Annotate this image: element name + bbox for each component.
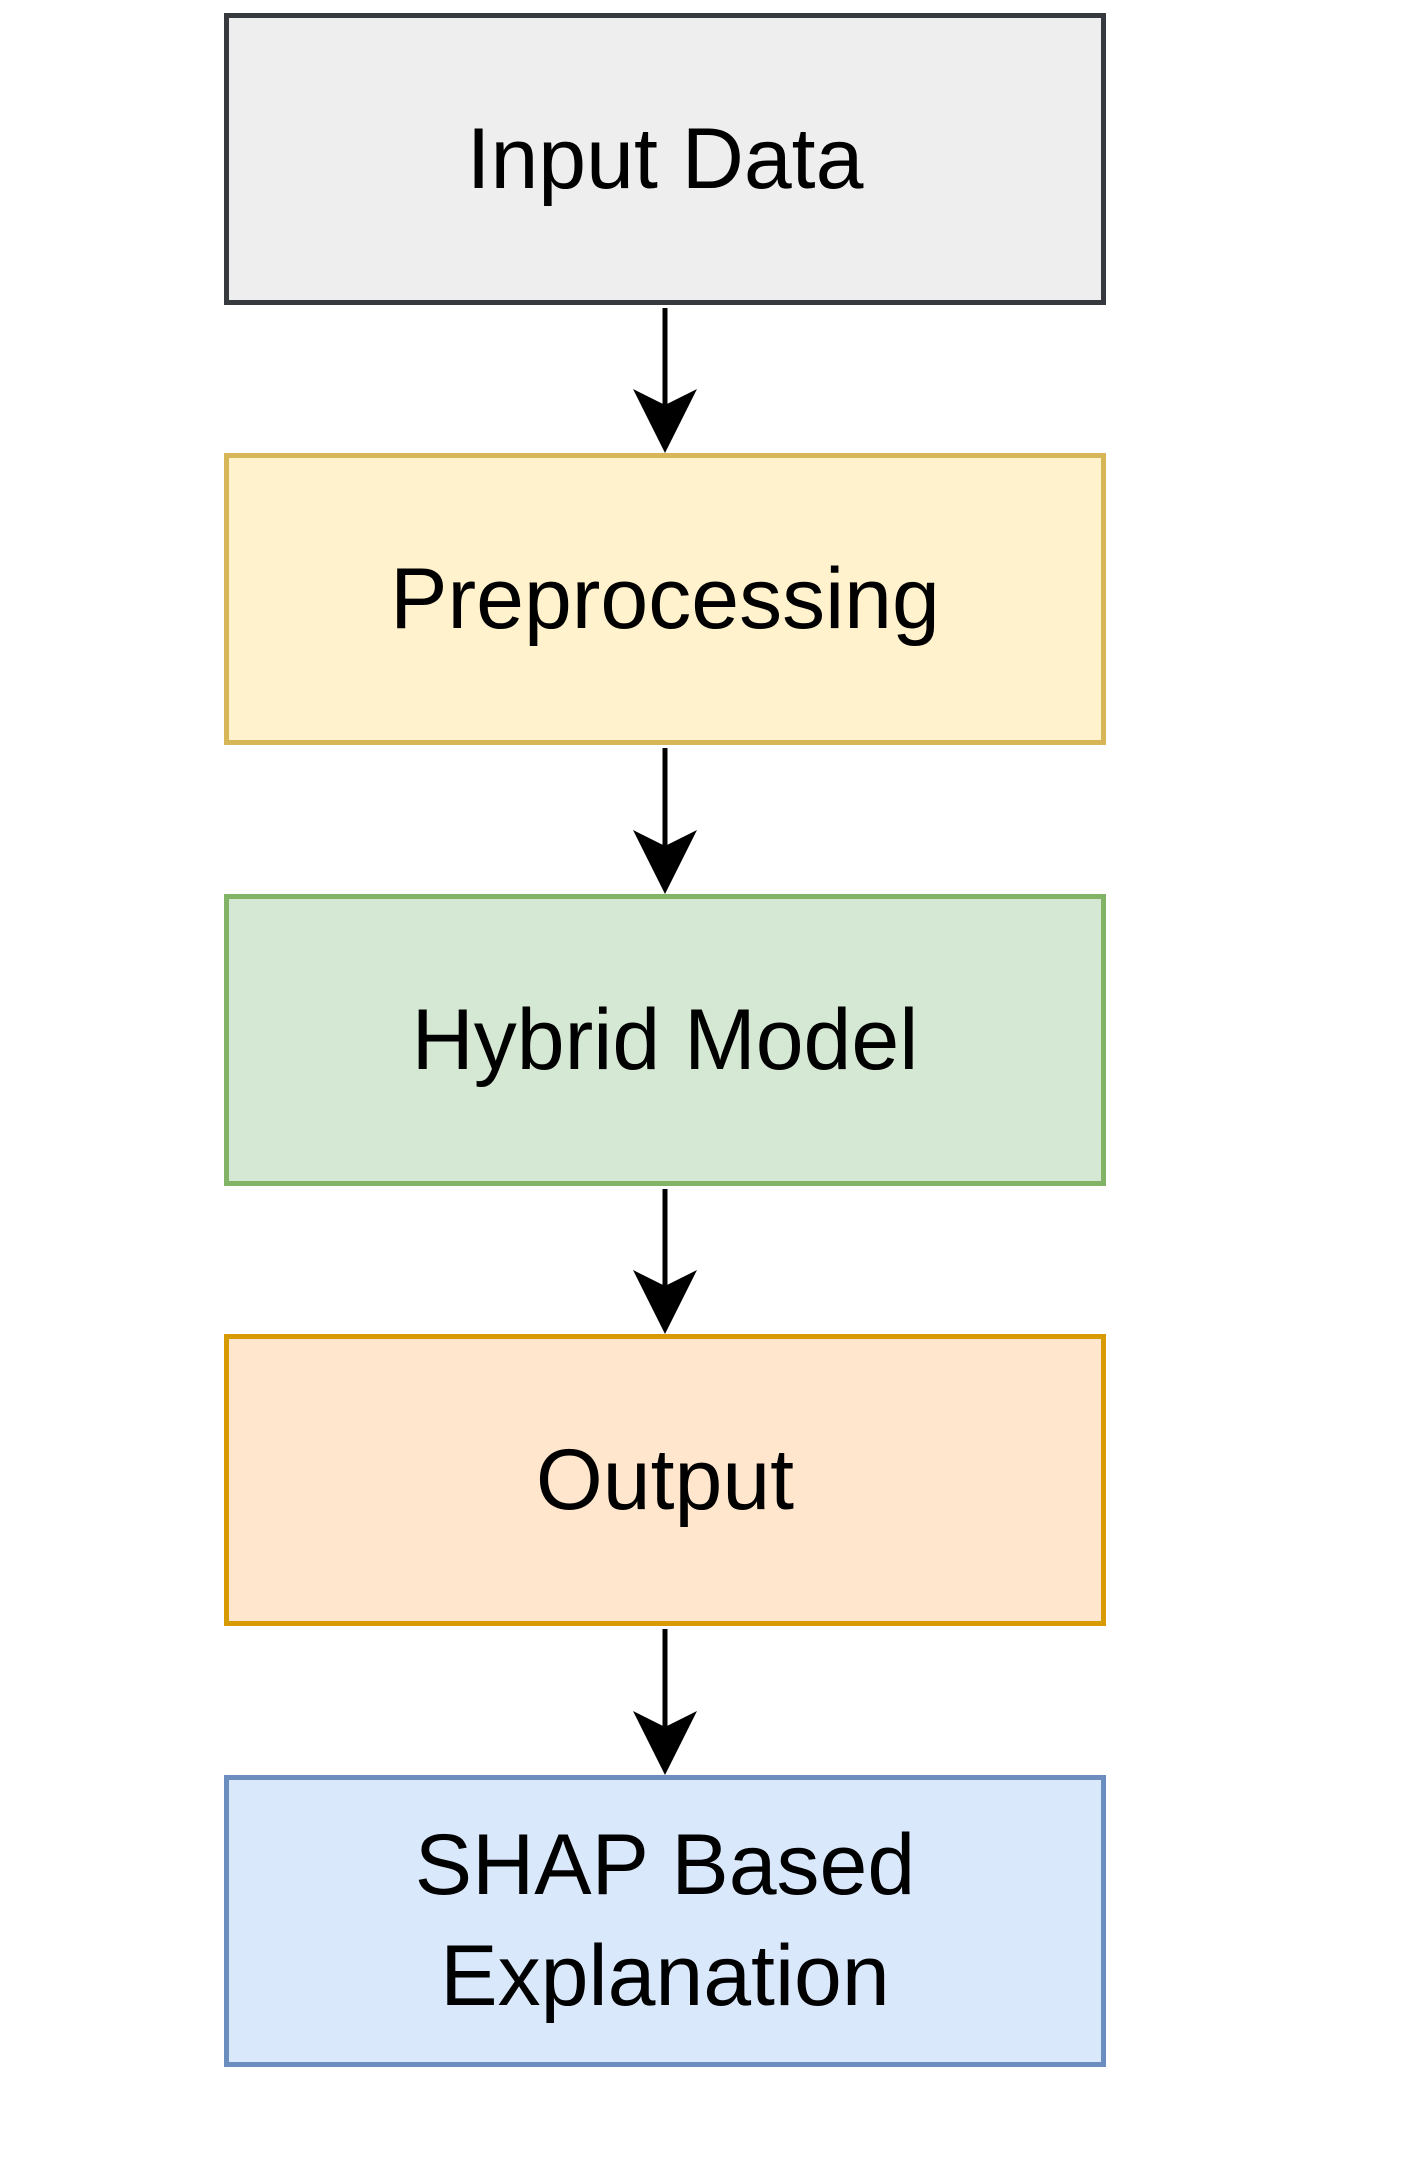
- arrow-preprocessing-to-hybrid-model: [633, 748, 697, 894]
- hybrid-model-box: Hybrid Model: [224, 894, 1106, 1186]
- preprocessing-box: Preprocessing: [224, 453, 1106, 745]
- arrow-output-to-shap-explanation: [633, 1629, 697, 1775]
- input-data-box: Input Data: [224, 13, 1106, 305]
- hybrid-model-label: Hybrid Model: [411, 991, 919, 1088]
- shap-explanation-label: SHAP Based Explanation: [414, 1817, 916, 2024]
- output-box: Output: [224, 1334, 1106, 1626]
- arrow-hybrid-model-to-output: [633, 1189, 697, 1334]
- output-label: Output: [535, 1431, 795, 1528]
- input-data-label: Input Data: [466, 110, 864, 207]
- shap-explanation-box: SHAP Based Explanation: [224, 1775, 1106, 2067]
- arrow-input-to-preprocessing: [633, 308, 697, 453]
- preprocessing-label: Preprocessing: [390, 550, 940, 647]
